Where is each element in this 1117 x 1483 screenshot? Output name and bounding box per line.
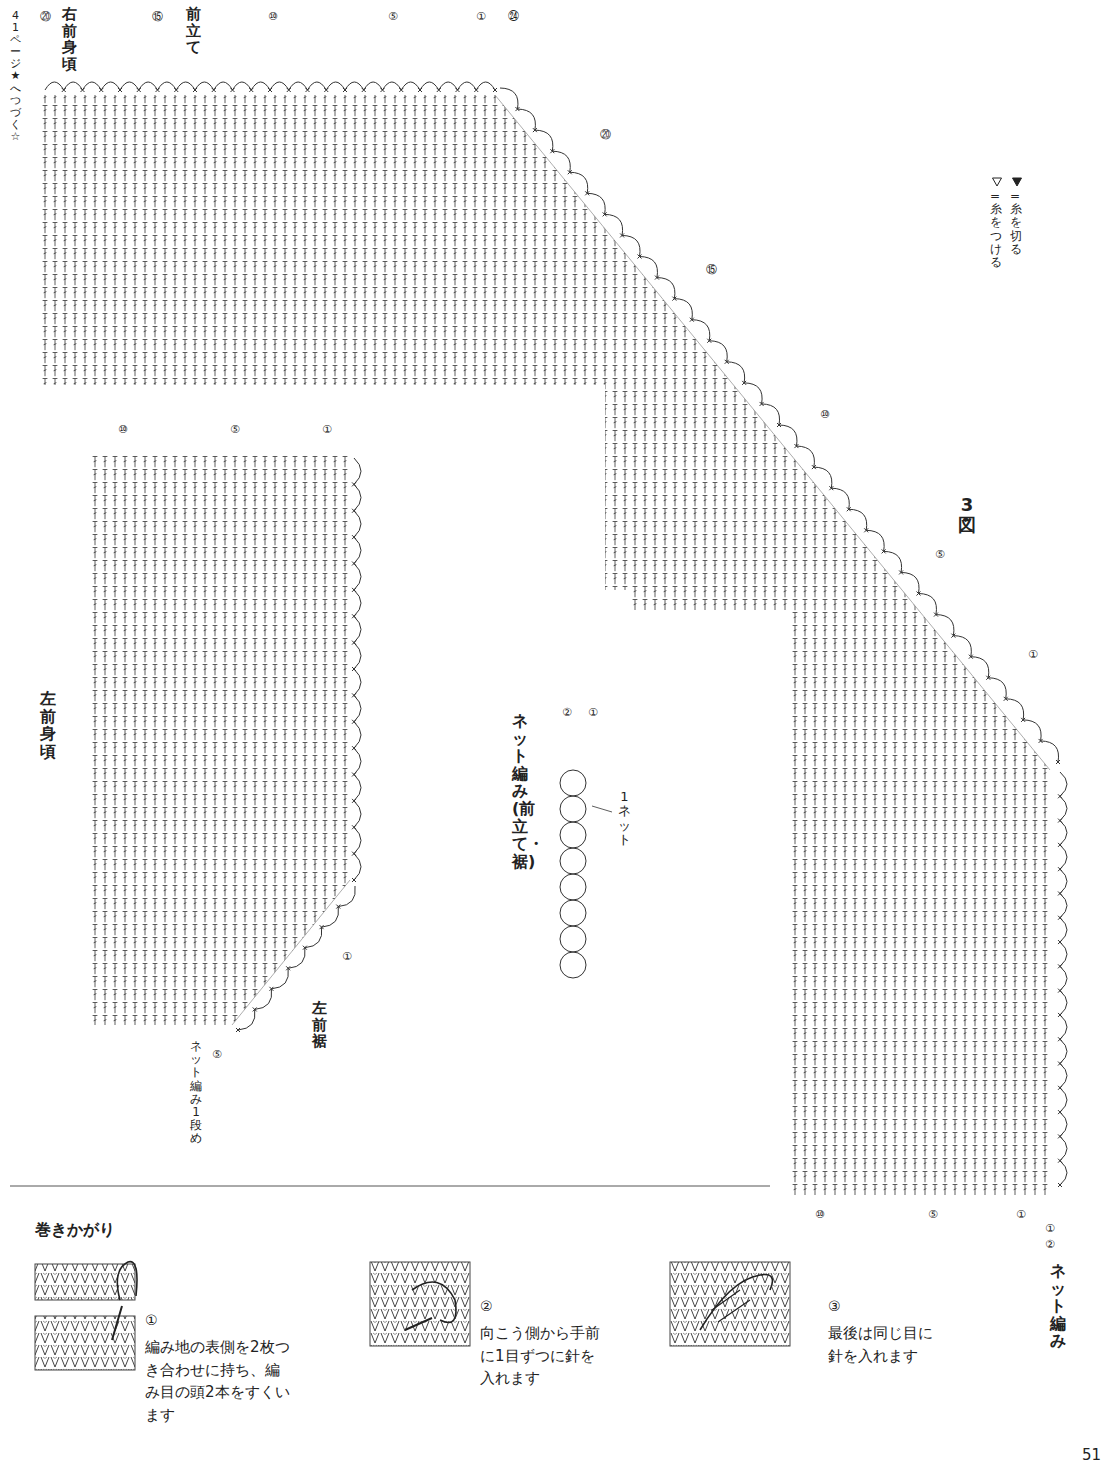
row-number: ⑮ (152, 10, 163, 23)
part-name: 3図 (958, 495, 976, 535)
row-number: ⑩ (268, 10, 278, 23)
row-note: ネット編み 1段め (190, 1040, 202, 1146)
row-number: ⑩ (815, 1208, 825, 1221)
part-name: ネット編み (前立て・裾) (512, 712, 528, 870)
row-number: ① (1045, 1222, 1055, 1235)
row-number: ⑤ (935, 548, 945, 561)
step-number: ② (480, 1298, 493, 1315)
net-stitch-edge (45, 82, 1067, 1187)
row-number: ⑮ (706, 263, 717, 276)
legend-text: = 糸をつける (990, 190, 1002, 269)
separator (10, 1186, 770, 1187)
step-number: ① (145, 1312, 158, 1329)
edge-line (495, 95, 1050, 770)
legend-symbol (991, 176, 1003, 188)
net-edge (1058, 772, 1067, 1187)
row-number: ⑤ (230, 423, 240, 436)
legend-item: = 糸をつける (990, 176, 1004, 269)
row-number: ⑤ (212, 1048, 222, 1061)
stitch-grid (92, 455, 350, 1025)
row-number: ① (322, 423, 332, 436)
net-edge (45, 82, 497, 92)
part-name: 前立て (186, 6, 201, 56)
part-name: ネット編み (1050, 1262, 1066, 1350)
continuation-note: 41ページ★へつづく☆ (10, 10, 21, 143)
row-number: ① (476, 10, 486, 23)
step-number: ③ (828, 1298, 841, 1315)
part-name: 左前身頃 (40, 690, 56, 760)
row-number: ⑩ (118, 423, 128, 436)
stitch-grid (40, 95, 1050, 1195)
page-number: 51 (1082, 1446, 1101, 1464)
row-number: ⑤ (928, 1208, 938, 1221)
row-number: ⑤ (388, 10, 398, 23)
legend-text: = 糸を切る (1010, 190, 1022, 256)
part-name: 巻きかがり (35, 1220, 115, 1239)
row-number: ① (1028, 648, 1038, 661)
row-number: ② (562, 706, 572, 719)
row-number: ① (588, 706, 598, 719)
row-number: ⑳ (600, 128, 611, 141)
row-number: ② (1045, 1238, 1055, 1251)
net-edge (236, 886, 355, 1032)
part-name: 左前裾 (312, 1000, 327, 1050)
net-edge (500, 88, 1060, 764)
row-number: ① (342, 950, 352, 963)
net-edge (352, 458, 361, 882)
legend-symbol (1011, 176, 1023, 188)
part-name: 右前身頃 (62, 6, 77, 72)
row-number: ① (1016, 1208, 1026, 1221)
row-number: ㉔ (508, 10, 519, 23)
row-number: ⑩ (820, 408, 830, 421)
legend-item: = 糸を切る (1010, 176, 1024, 256)
step-note: 最後は同じ目に針を入れます (828, 1322, 940, 1367)
step-note: 編み地の表側を2枚つき合わせに持ち、編み目の頭2本をすくいます (145, 1336, 290, 1426)
row-number: ⑳ (40, 10, 51, 23)
step-note: 向こう側から手前に1目ずつに針を入れます (480, 1322, 608, 1390)
edge-line (232, 880, 350, 1025)
callout-label: 1ネット (618, 790, 631, 847)
net-stitch-sample (560, 770, 612, 978)
